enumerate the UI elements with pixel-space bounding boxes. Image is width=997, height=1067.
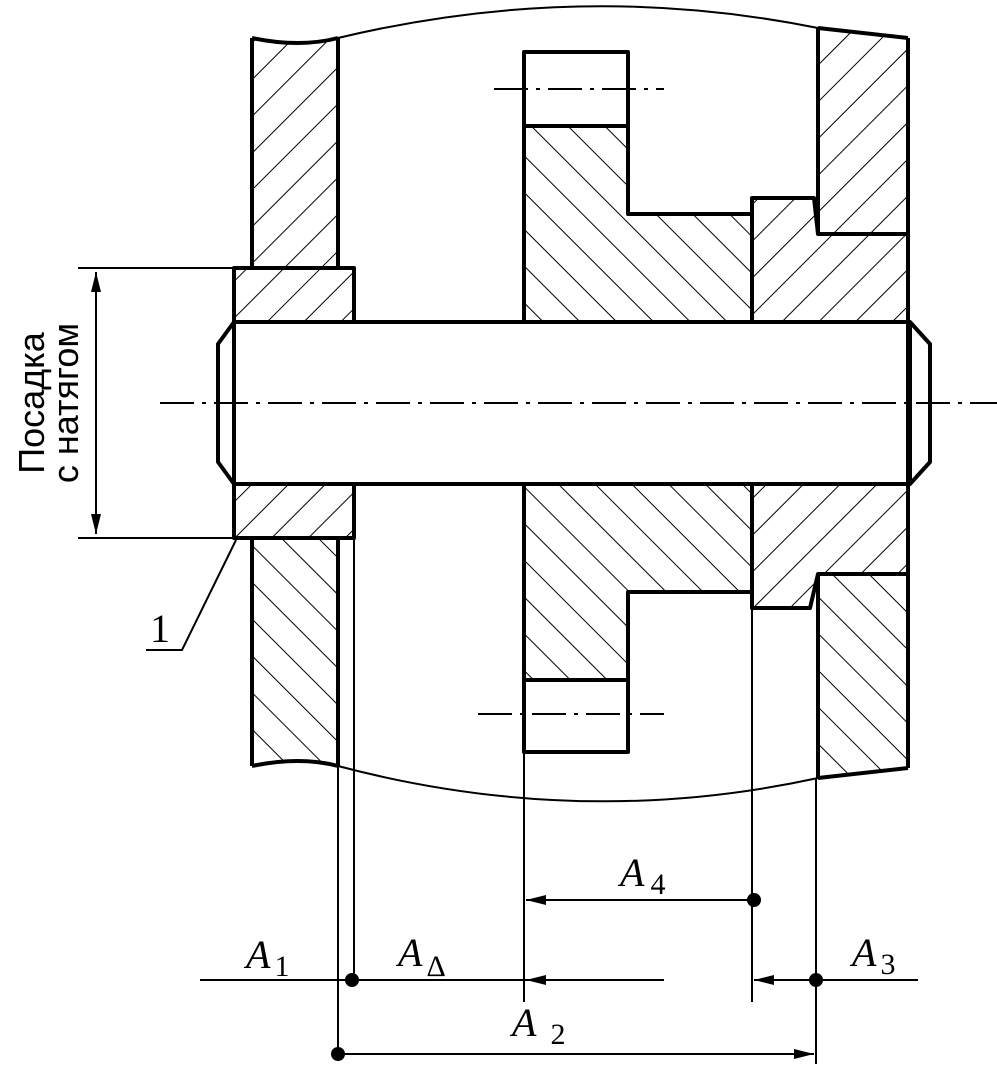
dim-a4-origin-dot [747,893,761,907]
housing-break-line-top [337,5,819,39]
bushing-lower-section [232,482,356,540]
gear-lower-section [522,484,754,754]
gear-upper-section [522,50,754,322]
left-housing-wall-upper [250,36,340,268]
callout-number: 1 [150,606,170,651]
dim-a3-dot [809,973,823,987]
right-housing-wall-upper [816,26,909,236]
dim-a1-dot [345,973,359,987]
callout-leader [146,539,237,651]
fit-label: Посадка с натягом [11,323,86,483]
left-housing-wall-lower [250,538,340,768]
fit-label-line1: Посадка [11,331,52,473]
fit-label-line2: с натягом [45,323,86,483]
right-housing-wall-lower [816,572,909,780]
spacer-ring-lower [750,484,908,610]
dim-a2-dot [331,1047,345,1061]
housing-break-line-bottom [337,765,819,803]
spacer-ring-upper [750,196,908,322]
bushing-upper-section [232,266,356,324]
